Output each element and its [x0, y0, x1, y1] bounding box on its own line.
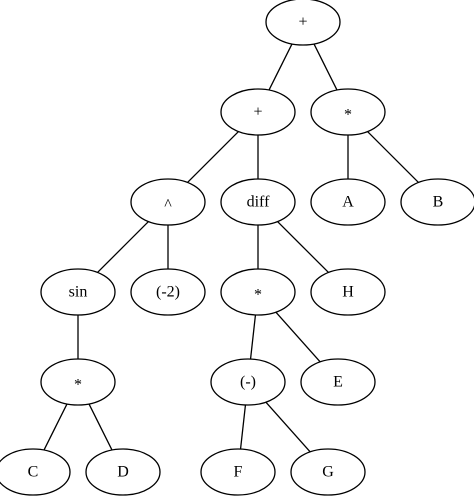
node-root: + — [265, 0, 341, 46]
node-shape-D — [85, 448, 161, 496]
edge-pow-to-sin — [97, 221, 149, 273]
node-label-neg2: (-2) — [156, 284, 180, 301]
node-label-sin: sin — [69, 284, 88, 301]
node-B: B — [400, 178, 474, 226]
node-C: C — [0, 448, 71, 496]
node-plus2: + — [220, 88, 296, 136]
edge-mul3-to-D — [88, 403, 113, 451]
edge-neg-to-F — [239, 404, 247, 450]
node-sin: sin — [40, 268, 116, 316]
node-shape-H — [310, 268, 386, 316]
edge-mul3-to-C — [43, 403, 68, 451]
node-label-F: F — [234, 464, 243, 481]
node-label-diff: diff — [247, 194, 270, 211]
node-label-root: + — [298, 14, 307, 31]
node-shape-E — [300, 358, 376, 406]
node-shape-G — [290, 448, 366, 496]
edge-neg-to-G — [265, 401, 311, 453]
node-label-D: D — [117, 464, 129, 481]
edge-mul2-to-E — [275, 311, 321, 363]
node-shape-C — [0, 448, 71, 496]
tree-edges — [43, 43, 419, 453]
node-D: D — [85, 448, 161, 496]
node-E: E — [300, 358, 376, 406]
node-label-mul3: * — [74, 377, 82, 394]
node-label-neg: (-) — [240, 374, 256, 391]
node-shape-sin — [40, 268, 116, 316]
node-neg: (-) — [210, 358, 286, 406]
node-mul1: * — [310, 88, 386, 136]
node-shape-pow — [130, 178, 206, 226]
node-diff: diff — [220, 178, 296, 226]
node-mul2: * — [220, 268, 296, 316]
node-label-pow: ^ — [164, 197, 172, 214]
node-F: F — [200, 448, 276, 496]
node-shape-neg — [210, 358, 286, 406]
node-label-plus2: + — [253, 104, 262, 121]
edge-diff-to-H — [277, 221, 329, 273]
node-label-mul1: * — [344, 107, 352, 124]
node-shape-plus2 — [220, 88, 296, 136]
node-shape-mul1 — [310, 88, 386, 136]
node-shape-diff — [220, 178, 296, 226]
node-label-mul2: * — [254, 287, 262, 304]
node-shape-neg2 — [130, 268, 206, 316]
edge-root-to-mul1 — [313, 43, 338, 91]
node-shape-mul3 — [40, 358, 116, 406]
edge-plus2-to-pow — [187, 131, 239, 183]
node-label-G: G — [322, 464, 334, 481]
node-shape-A — [310, 178, 386, 226]
node-shape-F — [200, 448, 276, 496]
node-label-A: A — [342, 194, 354, 211]
node-label-H: H — [342, 284, 354, 301]
node-H: H — [310, 268, 386, 316]
node-G: G — [290, 448, 366, 496]
node-pow: ^ — [130, 178, 206, 226]
node-mul3: * — [40, 358, 116, 406]
node-label-E: E — [333, 374, 343, 391]
node-shape-root — [265, 0, 341, 46]
edge-mul2-to-neg — [249, 314, 257, 360]
node-shape-mul2 — [220, 268, 296, 316]
node-shape-B — [400, 178, 474, 226]
node-neg2: (-2) — [130, 268, 206, 316]
node-A: A — [310, 178, 386, 226]
node-label-C: C — [28, 464, 39, 481]
edge-mul1-to-B — [367, 131, 419, 183]
edge-root-to-plus2 — [268, 43, 293, 91]
node-label-B: B — [433, 194, 444, 211]
